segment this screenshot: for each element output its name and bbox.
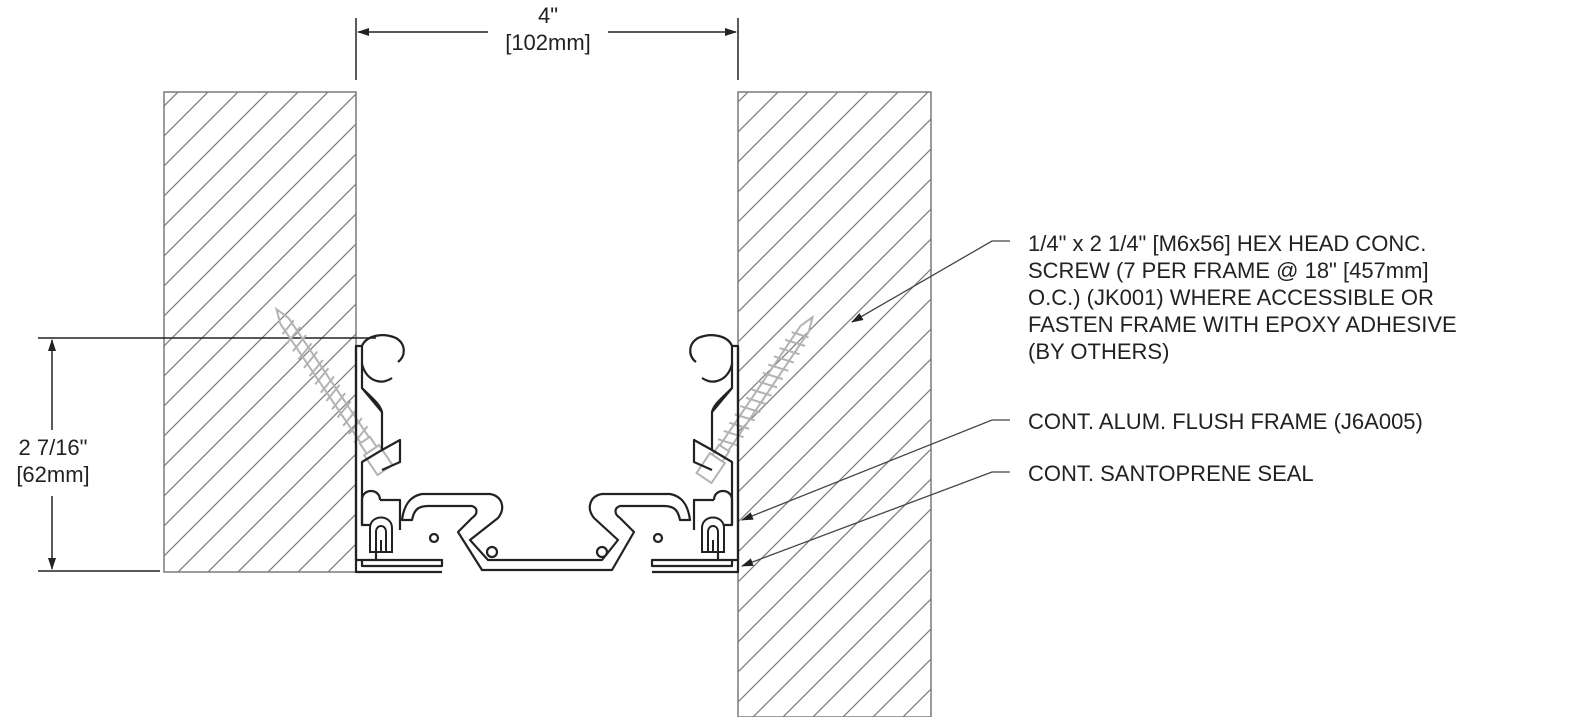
width-dimension bbox=[355, 18, 739, 80]
santoprene-seal bbox=[400, 492, 692, 572]
callout-line: (BY OTHERS) bbox=[1028, 339, 1170, 364]
depth-dimension bbox=[38, 337, 376, 572]
left-seal-gland bbox=[369, 516, 393, 553]
leader-lines bbox=[741, 240, 1010, 567]
screw-callout: 1/4" x 2 1/4" [M6x56] HEX HEAD CONC. SCR… bbox=[1028, 230, 1457, 365]
depth-metric: [62mm] bbox=[16, 462, 90, 487]
right-seal-gland bbox=[701, 516, 725, 553]
left-substrate bbox=[163, 91, 357, 573]
callout-line: SCREW (7 PER FRAME @ 18" [457mm] bbox=[1028, 258, 1429, 283]
callout-line: FASTEN FRAME WITH EPOXY ADHESIVE bbox=[1028, 312, 1457, 337]
right-anchor-screw bbox=[695, 314, 815, 485]
right-substrate bbox=[737, 91, 932, 717]
width-imperial: 4" bbox=[537, 3, 559, 28]
callout-line: O.C.) (JK001) WHERE ACCESSIBLE OR bbox=[1028, 285, 1434, 310]
callout-line: CONT. ALUM. FLUSH FRAME (J6A005) bbox=[1028, 409, 1423, 434]
callout-line: CONT. SANTOPRENE SEAL bbox=[1028, 461, 1314, 486]
width-dimension-label: 4" [102mm] bbox=[488, 2, 608, 56]
width-metric: [102mm] bbox=[505, 30, 591, 55]
depth-dimension-label: 2 7/16" [62mm] bbox=[0, 434, 106, 488]
frame-callout: CONT. ALUM. FLUSH FRAME (J6A005) bbox=[1028, 408, 1423, 435]
seal-callout: CONT. SANTOPRENE SEAL bbox=[1028, 460, 1314, 487]
callout-line: 1/4" x 2 1/4" [M6x56] HEX HEAD CONC. bbox=[1028, 231, 1427, 256]
depth-imperial: 2 7/16" bbox=[18, 435, 88, 460]
